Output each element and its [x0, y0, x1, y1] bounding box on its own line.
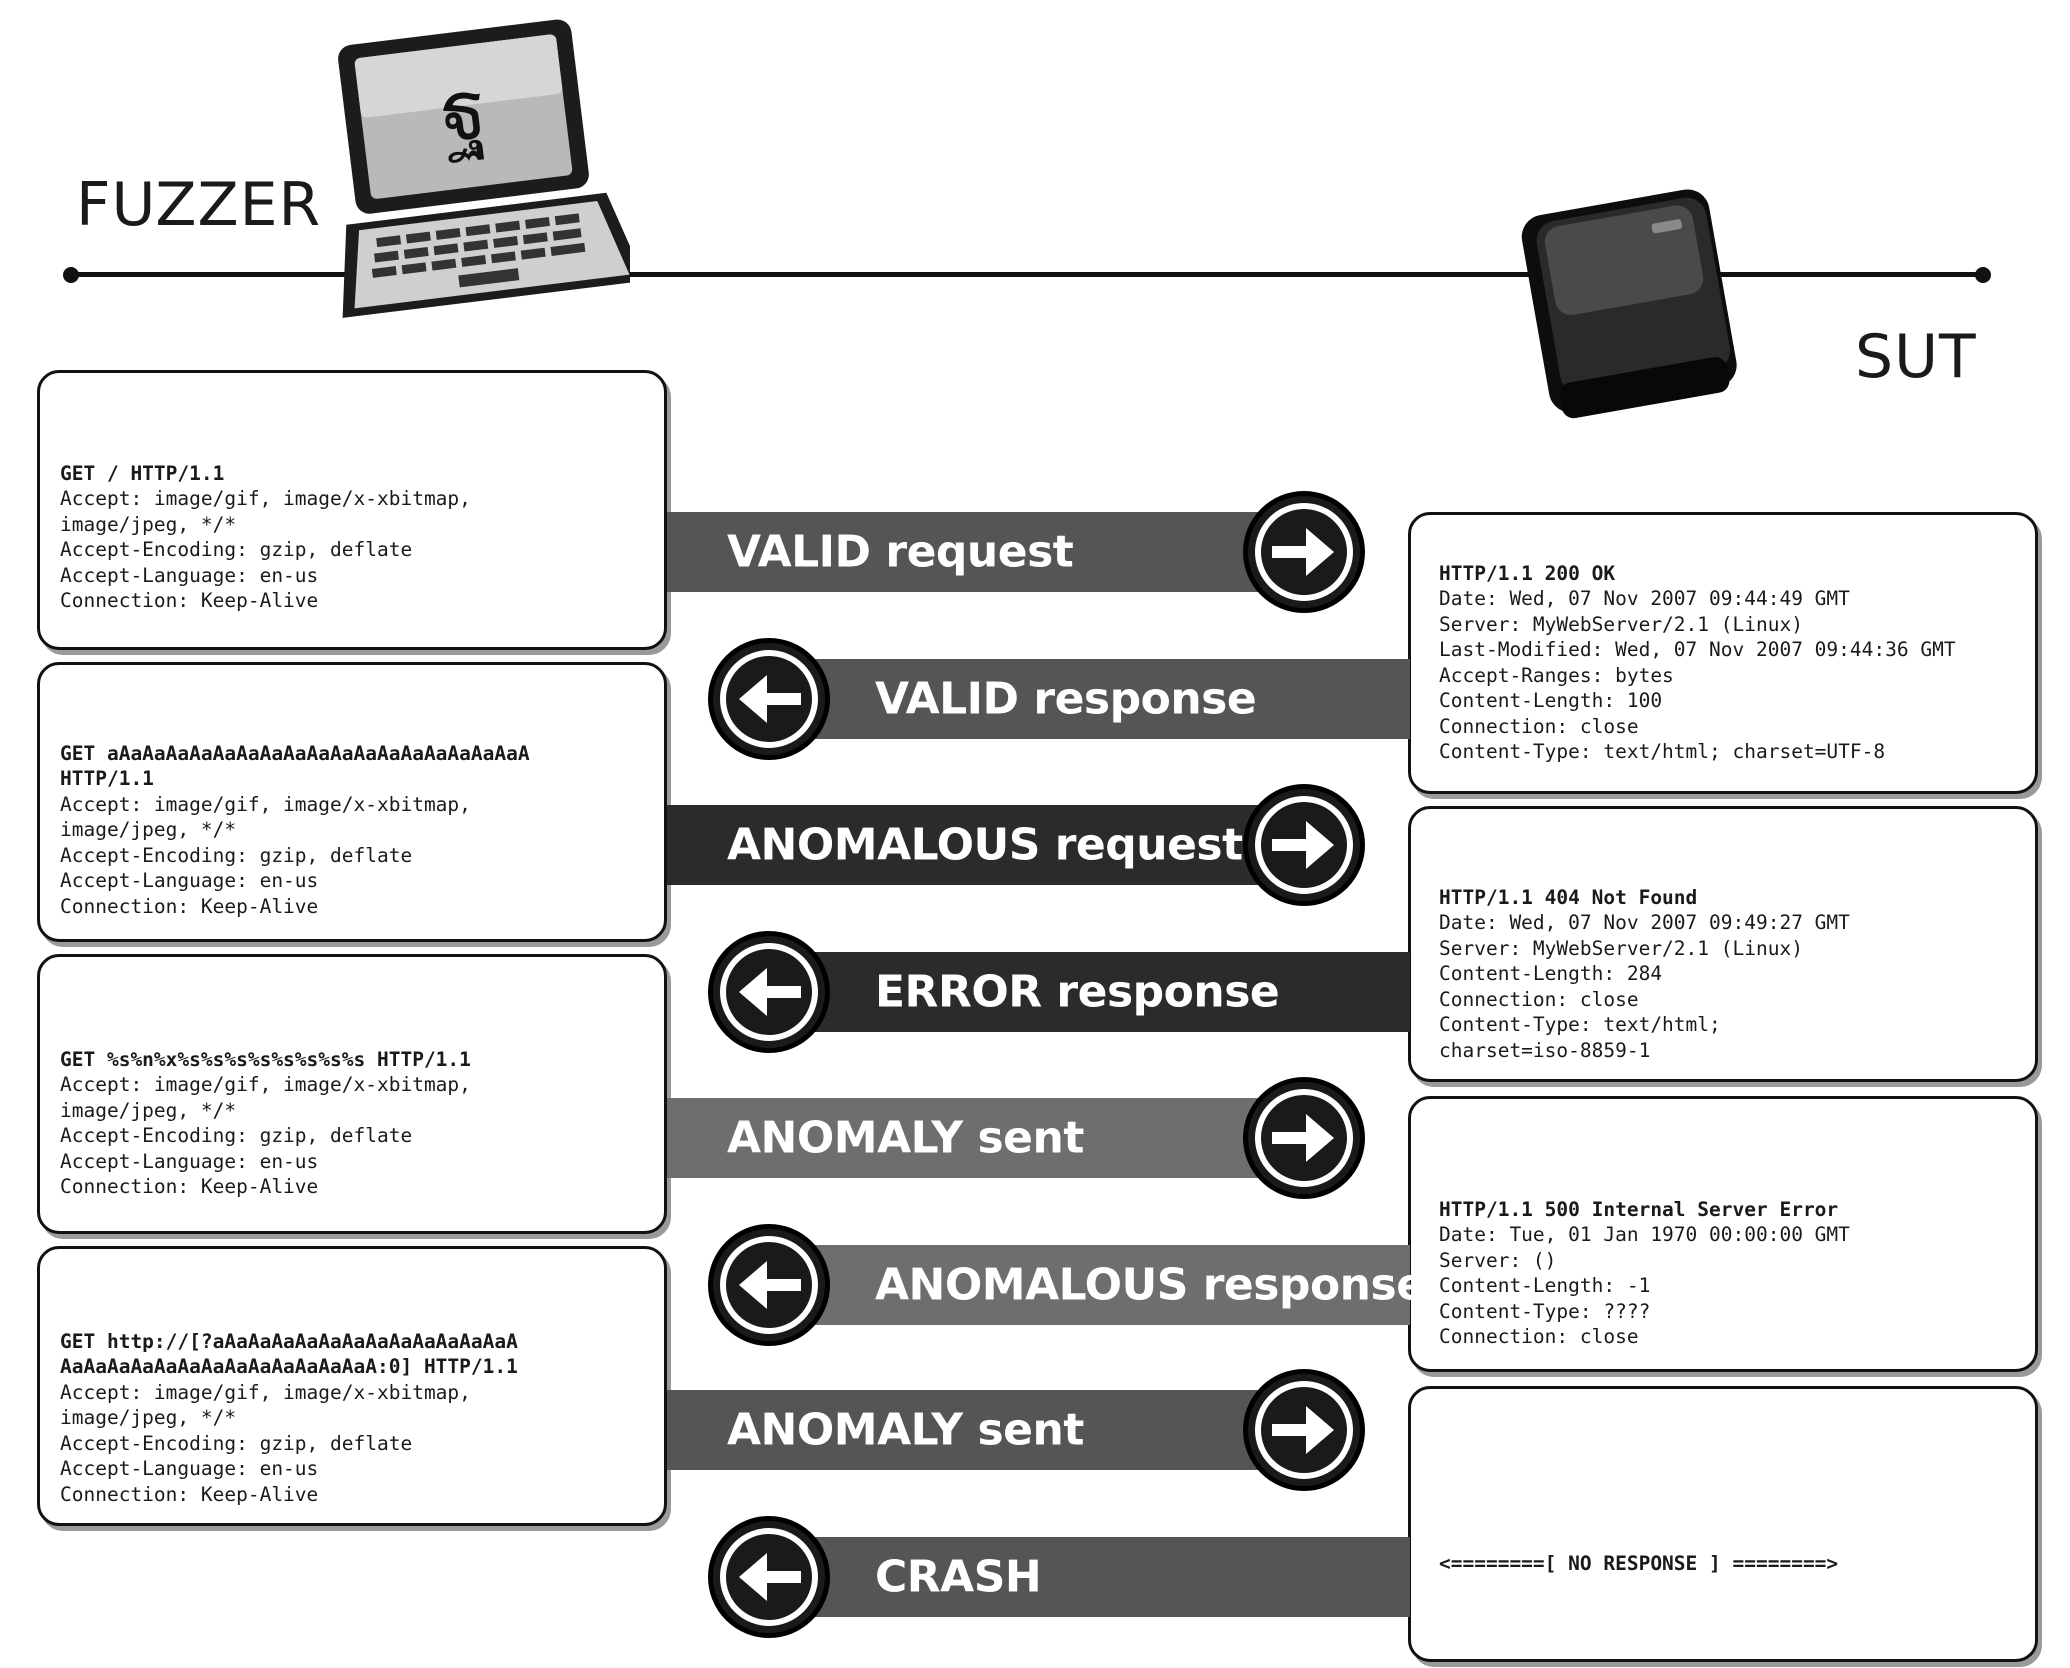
timeline-start-dot: [63, 267, 79, 283]
arrow-band-valid-response: VALID response: [760, 659, 1410, 739]
timeline-end-dot: [1975, 267, 1991, 283]
request-text-2: GET aAaAaAaAaAaAaAaAaAaAaAaAaAaAaAaAaAaA…: [60, 741, 530, 918]
arrow-band-anomalous-response: ANOMALOUS response: [760, 1245, 1426, 1325]
arrow-label-anomalous-response: ANOMALOUS response: [875, 1259, 1426, 1311]
response-text-1: HTTP/1.1 200 OK Date: Wed, 07 Nov 2007 0…: [1439, 561, 1956, 764]
arrow-band-valid-request: VALID request: [667, 512, 1317, 592]
arrow-right-icon: [1243, 491, 1365, 613]
response-text-3: HTTP/1.1 500 Internal Server Error Date:…: [1439, 1197, 1850, 1349]
arrow-label-crash: CRASH: [875, 1551, 1042, 1603]
arrow-right-icon: [1243, 1369, 1365, 1491]
arrow-left-icon: [708, 931, 830, 1053]
arrow-band-crash: CRASH: [760, 1537, 1410, 1617]
arrow-left-icon: [708, 638, 830, 760]
arrow-label-anomalous-request: ANOMALOUS request: [727, 819, 1243, 871]
sut-response-box-1: HTTP/1.1 200 OK Date: Wed, 07 Nov 2007 0…: [1408, 512, 2038, 794]
laptop-icon: ฐ: [338, 19, 630, 318]
arrow-label-valid-response: VALID response: [875, 673, 1257, 725]
arrow-right-icon: [1243, 1077, 1365, 1199]
sut-response-box-3: HTTP/1.1 500 Internal Server Error Date:…: [1408, 1096, 2038, 1372]
request-text-4: GET http://[?aAaAaAaAaAaAaAaAaAaAaAaAaA …: [60, 1329, 518, 1506]
request-text-3: GET %s%n%x%s%s%s%s%s%s%s%s HTTP/1.1 Acce…: [60, 1047, 471, 1199]
arrow-label-anomaly-sent-2: ANOMALY sent: [727, 1404, 1084, 1456]
server-box-icon: [1521, 189, 1737, 419]
arrow-label-error-response: ERROR response: [875, 966, 1280, 1018]
arrow-label-valid-request: VALID request: [727, 526, 1074, 578]
fuzzer-request-box-1: GET / HTTP/1.1 Accept: image/gif, image/…: [37, 370, 667, 650]
arrow-band-anomaly-sent-2: ANOMALY sent: [667, 1390, 1317, 1470]
fuzzer-label: FUZZER: [76, 170, 322, 240]
arrow-band-error-response: ERROR response: [760, 952, 1410, 1032]
arrow-left-icon: [708, 1224, 830, 1346]
response-text-2: HTTP/1.1 404 Not Found Date: Wed, 07 Nov…: [1439, 885, 1850, 1062]
request-text-1: GET / HTTP/1.1 Accept: image/gif, image/…: [60, 461, 471, 613]
arrow-band-anomaly-sent-1: ANOMALY sent: [667, 1098, 1317, 1178]
fuzzer-request-box-4: GET http://[?aAaAaAaAaAaAaAaAaAaAaAaAaA …: [37, 1246, 667, 1526]
arrow-left-icon: [708, 1516, 830, 1638]
fuzzer-request-box-3: GET %s%n%x%s%s%s%s%s%s%s%s HTTP/1.1 Acce…: [37, 954, 667, 1234]
sut-response-box-4: <========[ NO RESPONSE ] ========>: [1408, 1386, 2038, 1662]
arrow-label-anomaly-sent-1: ANOMALY sent: [727, 1112, 1084, 1164]
arrow-band-anomalous-request: ANOMALOUS request: [667, 805, 1317, 885]
timeline-line: [70, 272, 1980, 277]
sut-response-box-2: HTTP/1.1 404 Not Found Date: Wed, 07 Nov…: [1408, 806, 2038, 1082]
sut-label: SUT: [1855, 322, 1977, 392]
response-text-4: <========[ NO RESPONSE ] ========>: [1439, 1551, 1839, 1575]
arrow-right-icon: [1243, 784, 1365, 906]
fuzzer-request-box-2: GET aAaAaAaAaAaAaAaAaAaAaAaAaAaAaAaAaAaA…: [37, 662, 667, 942]
